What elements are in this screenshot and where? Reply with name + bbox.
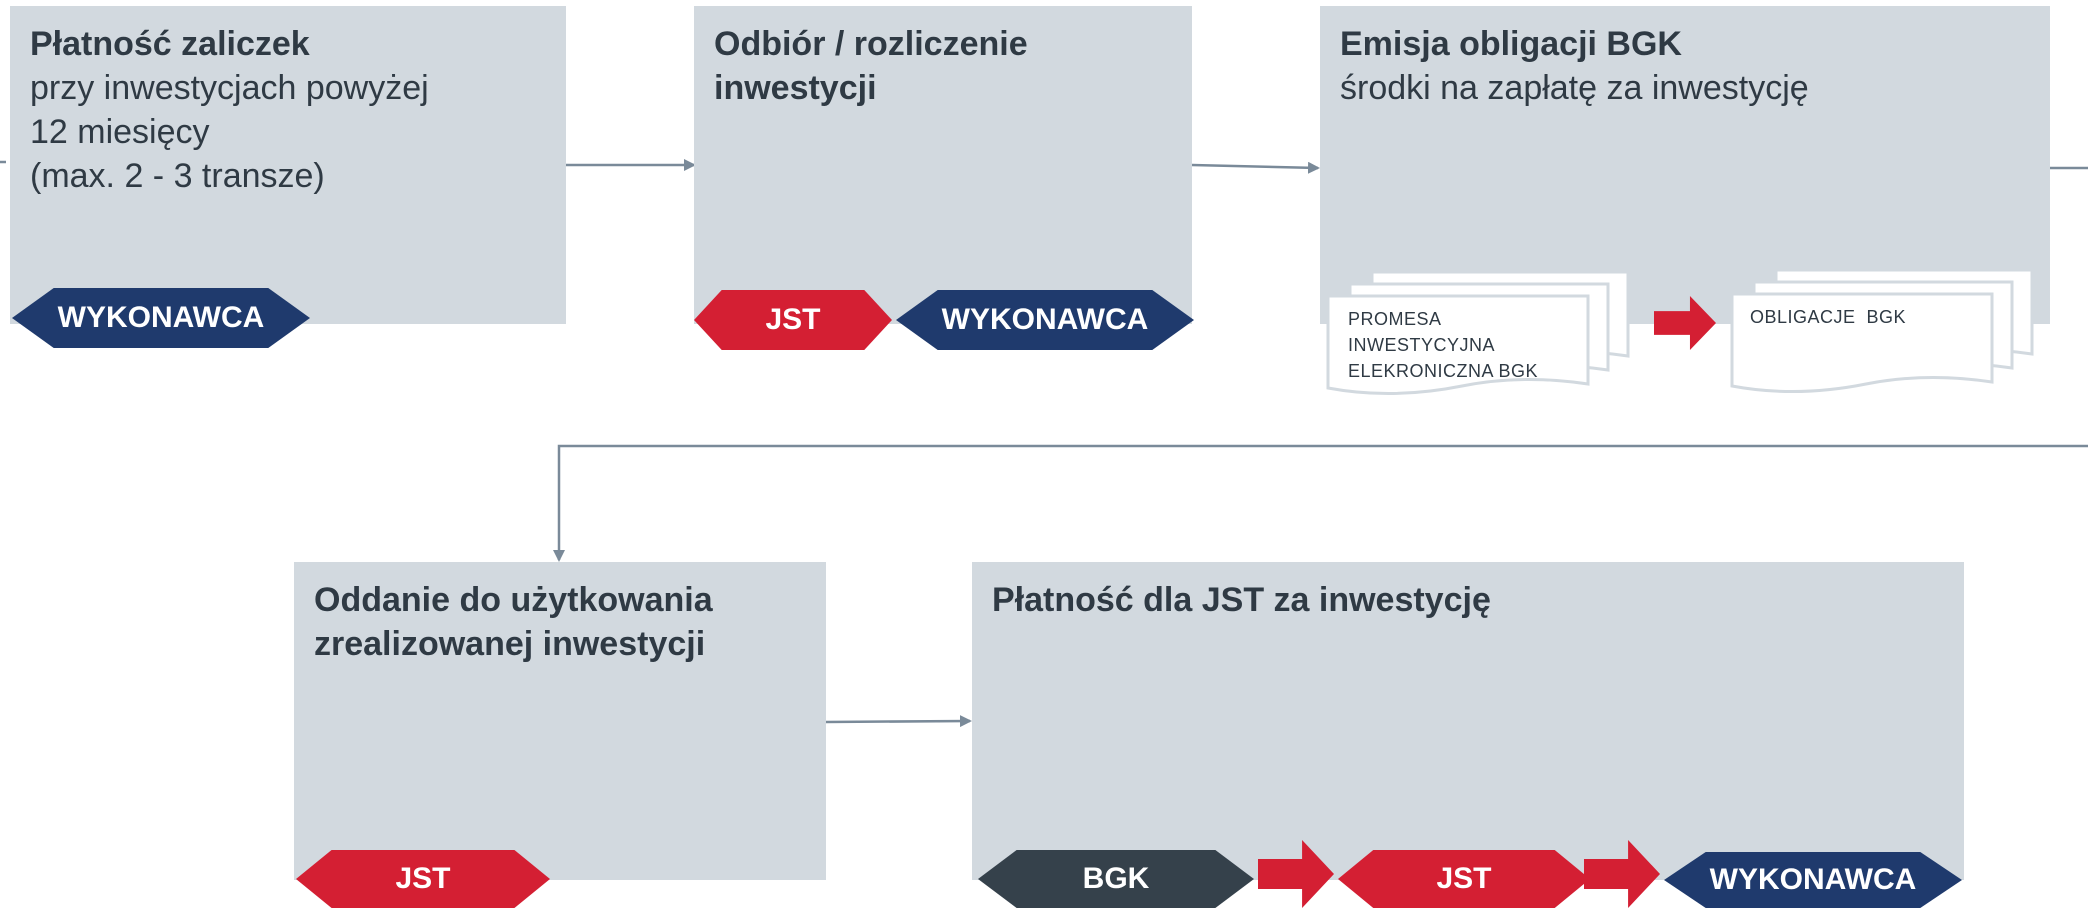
step-odbior-title-1: Odbiór / rozliczenie bbox=[714, 25, 1028, 63]
badge-jst: JST bbox=[1338, 850, 1590, 908]
obligacje-label: OBLIGACJE BGK bbox=[1750, 307, 1907, 327]
step-zaliczki-title: Płatność zaliczek bbox=[30, 25, 310, 63]
badge-wykonawca: WYKONAWCA bbox=[12, 288, 310, 348]
badge-bgk: BGK bbox=[978, 850, 1254, 908]
promesa-line-1: PROMESA bbox=[1348, 309, 1442, 329]
step-odbior-box: Odbiór / rozliczenie inwestycji bbox=[694, 6, 1192, 324]
step-zaliczki-line-1: przy inwestycjach powyżej bbox=[30, 69, 429, 107]
obligacje-document-icon bbox=[1730, 268, 2034, 393]
step-zaliczki-box: Płatność zaliczek przy inwestycjach powy… bbox=[10, 6, 566, 324]
step-oddanie-title-2: zrealizowanej inwestycji bbox=[314, 625, 706, 663]
connector-top-return bbox=[553, 444, 2088, 562]
promesa-line-3: ELEKRONICZNA BGK bbox=[1348, 361, 1539, 381]
badge-jst: JST bbox=[296, 850, 550, 908]
step-oddanie-title-1: Oddanie do użytkowania bbox=[314, 581, 713, 619]
badge-jst: JST bbox=[694, 290, 892, 350]
connector-oddanie-platnosc bbox=[825, 715, 972, 728]
badge-wykonawca: WYKONAWCA bbox=[1664, 852, 1962, 908]
step-zaliczki-line-2: 12 miesięcy bbox=[30, 113, 210, 151]
step-platnosc-title: Płatność dla JST za inwestycję bbox=[992, 581, 1491, 619]
promesa-document-icon bbox=[1326, 270, 1630, 395]
step-platnosc-box: Płatność dla JST za inwestycję bbox=[972, 562, 1964, 880]
step-emisja-title: Emisja obligacji BGK bbox=[1340, 25, 1682, 63]
step-zaliczki-line-3: (max. 2 - 3 transze) bbox=[30, 157, 325, 195]
promesa-line-2: INWESTYCYJNA bbox=[1348, 335, 1496, 355]
step-oddanie-box: Oddanie do użytkowania zrealizowanej inw… bbox=[294, 562, 826, 880]
step-odbior-title-2: inwestycji bbox=[714, 69, 877, 107]
badge-wykonawca: WYKONAWCA bbox=[896, 290, 1194, 350]
step-emisja-line: środki na zapłatę za inwestycję bbox=[1340, 69, 1809, 107]
connector-odbior-emisja bbox=[1191, 161, 1320, 174]
